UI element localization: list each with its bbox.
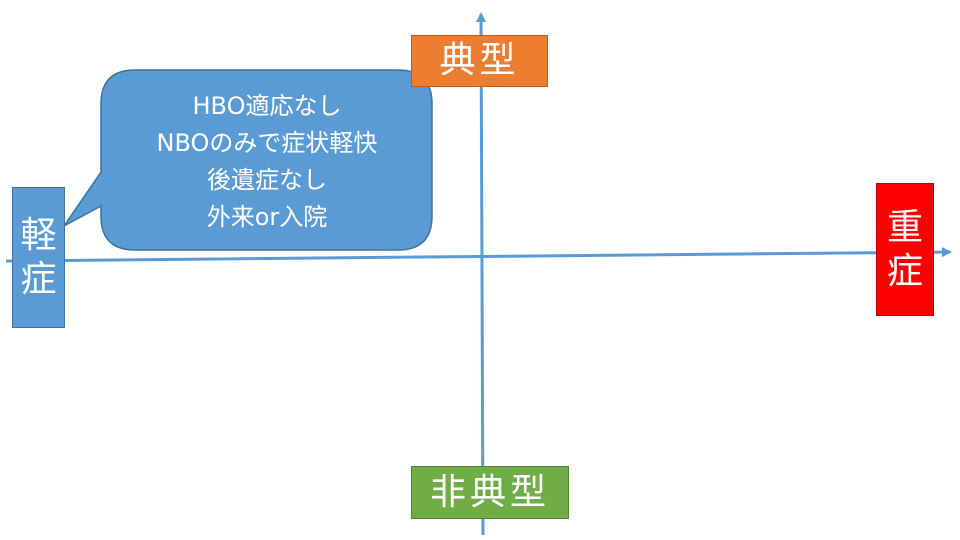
callout-text: HBO適応なし NBOのみで症状軽快 後遺症なし 外来or入院	[102, 88, 432, 236]
callout-line: NBOのみで症状軽快	[156, 129, 378, 157]
vertical-axis	[476, 12, 487, 536]
typical-label-text: 典型	[439, 40, 520, 81]
horizontal-axis	[5, 247, 952, 263]
severe-label-char: 症	[886, 250, 923, 292]
mild-label-text: 軽 症	[20, 214, 57, 300]
callout-line: HBO適応なし	[192, 92, 342, 120]
severe-label: 重 症	[876, 183, 934, 316]
severe-label-text: 重 症	[886, 206, 923, 292]
atypical-label-text: 非典型	[429, 471, 550, 513]
mild-label-char: 軽	[20, 214, 57, 256]
callout-line: 外来or入院	[206, 203, 328, 231]
typical-label: 典型	[411, 35, 548, 87]
severe-label-char: 重	[886, 206, 923, 248]
mild-label: 軽 症	[12, 187, 65, 328]
atypical-label: 非典型	[411, 466, 569, 519]
callout-bubble	[63, 69, 433, 251]
mild-label-char: 症	[20, 258, 57, 300]
callout-line: 後遺症なし	[207, 166, 327, 194]
